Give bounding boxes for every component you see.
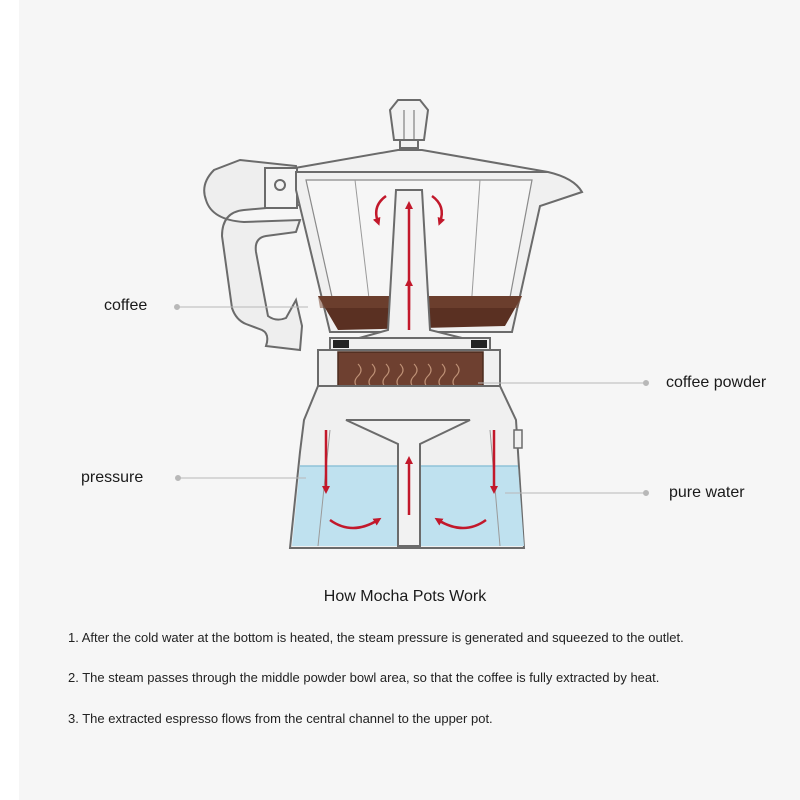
step-2: 2. The steam passes through the middle p…: [68, 670, 660, 685]
gasket: [329, 337, 491, 351]
lid-knob: [388, 99, 430, 149]
label-coffee: coffee: [104, 297, 148, 314]
lid: [271, 149, 549, 173]
safety-valve: [513, 429, 523, 449]
label-pure-water: pure water: [669, 484, 745, 501]
handle: [203, 158, 304, 352]
diagram-title: How Mocha Pots Work: [323, 588, 487, 605]
label-pressure: pressure: [81, 469, 144, 486]
leader-lines: [174, 304, 649, 496]
step-3: 3. The extracted espresso flows from the…: [68, 711, 493, 726]
flow-arrows: [322, 194, 498, 530]
label-coffee-powder: coffee powder: [666, 374, 767, 391]
step-1: 1. After the cold water at the bottom is…: [68, 630, 684, 645]
